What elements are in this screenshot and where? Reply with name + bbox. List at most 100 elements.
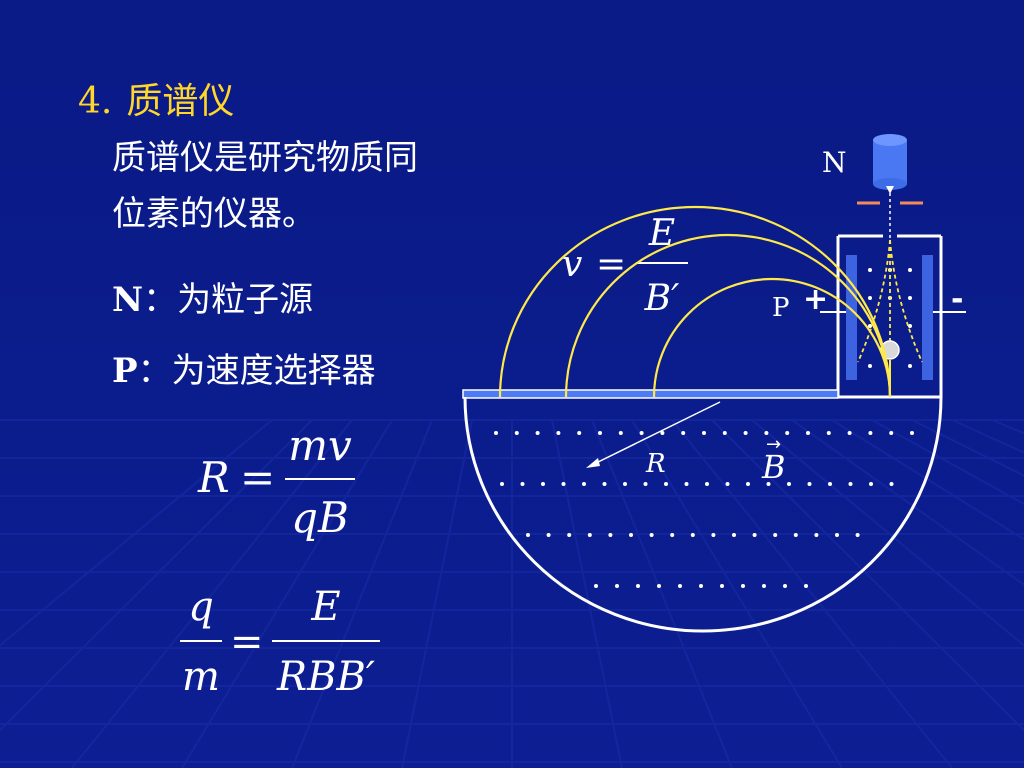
field-dot <box>752 533 757 537</box>
selector-label: P <box>772 293 790 323</box>
field-dot <box>910 431 914 435</box>
beam-arrow <box>886 186 894 194</box>
field-dot <box>835 533 839 537</box>
velocity-formula: v = E B′ <box>562 213 688 319</box>
description-line-1: 质谱仪是研究物质同 <box>112 138 418 178</box>
field-dot <box>908 268 912 272</box>
title-number: 4. <box>78 81 113 122</box>
radius-line <box>589 401 721 467</box>
field-dot <box>868 268 872 272</box>
field-dot <box>520 482 525 486</box>
field-dot <box>608 533 613 537</box>
field-dot <box>868 296 872 300</box>
field-dot <box>535 431 540 435</box>
chamber-arc <box>463 396 943 633</box>
source-top <box>873 134 907 146</box>
field-dot <box>889 431 894 435</box>
field-dot <box>649 533 654 537</box>
field-dot <box>526 533 530 537</box>
charge-mass-ratio-formula: q m = E RBB′ <box>180 584 380 700</box>
field-dot <box>746 482 750 486</box>
field-dot <box>582 482 586 486</box>
field-dot <box>618 431 623 435</box>
field-dot <box>741 584 745 588</box>
source-bottom <box>873 178 907 190</box>
field-dot <box>678 584 682 588</box>
field-dot <box>787 482 791 486</box>
source-body <box>873 140 907 184</box>
radius-formula: R = mv qB <box>197 421 355 542</box>
ratio-lhs-denominator: m <box>182 654 220 700</box>
field-dot <box>615 584 619 588</box>
field-dot <box>587 533 592 537</box>
selector-field-dots <box>868 268 912 368</box>
field-dot <box>868 324 872 328</box>
field-dot <box>868 431 873 435</box>
ratio-denominator: RBB′ <box>276 654 375 700</box>
field-dot <box>785 431 790 435</box>
field-dot <box>855 533 860 537</box>
selector-definition: P：为速度选择器 <box>112 343 376 392</box>
field-dot <box>690 533 695 537</box>
grid-line <box>0 419 313 732</box>
grid-line <box>751 419 1024 647</box>
grid-line <box>631 419 843 768</box>
field-dot <box>762 584 766 588</box>
field-vector-arrow: → <box>766 434 781 455</box>
plate-positive <box>846 255 857 380</box>
field-dot <box>660 431 665 435</box>
field-dot <box>643 482 648 486</box>
grid-line <box>671 419 953 768</box>
chamber-field-dots <box>494 431 914 588</box>
field-dot <box>514 431 519 435</box>
field-dot <box>725 482 730 486</box>
field-dot <box>806 431 810 435</box>
radius-arrowhead <box>586 458 600 468</box>
radius-denominator: qB <box>291 493 349 542</box>
field-dot <box>711 533 716 537</box>
field-dot <box>670 533 675 537</box>
grid-line <box>551 419 623 768</box>
field-dot <box>664 482 668 486</box>
grid-line <box>291 419 433 768</box>
field-dot <box>598 431 602 435</box>
field-dot <box>699 584 703 588</box>
source-letter: N <box>112 280 144 320</box>
particle-source: N <box>822 134 923 240</box>
radius-lhs: R <box>197 453 230 502</box>
grid-line <box>791 419 1024 586</box>
field-dot <box>702 431 706 435</box>
description: 质谱仪是研究物质同 位素的仪器。 <box>112 130 418 242</box>
field-dot <box>567 533 572 537</box>
radius-numerator: mv <box>288 421 352 470</box>
grid-line <box>591 419 733 768</box>
field-dot <box>889 482 894 486</box>
selector-letter: P <box>112 351 138 391</box>
field-dot <box>636 584 640 588</box>
minus-sign: - <box>951 282 963 317</box>
field-dot <box>807 482 812 486</box>
field-dot <box>546 533 551 537</box>
field-dot <box>500 482 504 486</box>
grid-line <box>401 419 473 768</box>
field-dot <box>494 431 498 435</box>
radius-equals: = <box>240 453 275 502</box>
photographic-plate <box>462 389 839 399</box>
ratio-lhs-numerator: q <box>188 584 214 630</box>
field-dot <box>764 431 769 435</box>
source-label: N <box>822 146 847 179</box>
field-dot <box>639 431 644 435</box>
field-dot <box>556 431 561 435</box>
title-text: 质谱仪 <box>126 81 235 122</box>
grid-line <box>181 419 393 768</box>
field-dot <box>773 533 778 537</box>
trajectory-largest <box>498 205 892 398</box>
field-dot <box>623 482 627 486</box>
field-dot <box>602 482 607 486</box>
velocity-numerator: E <box>648 213 675 254</box>
field-dot <box>793 533 798 537</box>
ratio-equals: = <box>230 619 264 665</box>
deflection-chamber: R B → <box>462 205 943 633</box>
field-dot <box>908 324 912 328</box>
